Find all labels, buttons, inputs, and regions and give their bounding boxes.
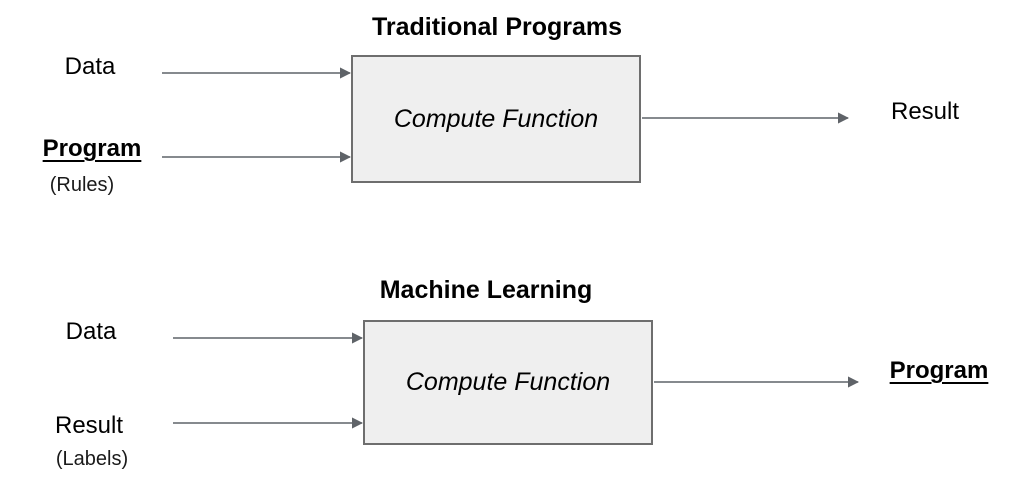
d1-compute-function-label: Compute Function [393, 104, 599, 133]
d1-input-program-label: Program [42, 135, 142, 162]
d1-input-program-sublabel: (Rules) [49, 174, 115, 196]
d1-input-data-label: Data [64, 53, 116, 80]
d2-compute-function-box: Compute Function [363, 320, 653, 445]
d2-input-result-label: Result [54, 412, 124, 439]
d2-compute-function-label: Compute Function [405, 368, 611, 396]
traditional-programs-title: Traditional Programs [371, 13, 623, 41]
d1-compute-function-box: Compute Function [351, 55, 641, 183]
d2-input-data-label: Data [65, 318, 117, 345]
machine-learning-title: Machine Learning [379, 276, 593, 304]
d2-output-program-label: Program [889, 357, 989, 384]
d2-input-result-sublabel: (Labels) [55, 448, 129, 470]
d1-output-result-label: Result [890, 98, 960, 125]
